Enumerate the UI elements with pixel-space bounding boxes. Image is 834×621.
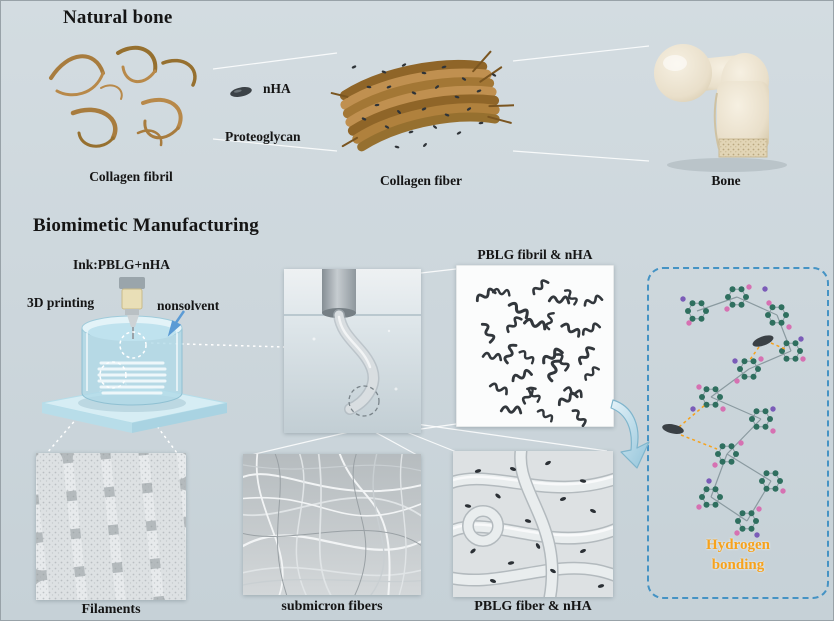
printer-illustration <box>41 277 228 433</box>
pblg-fiber-label: PBLG fiber & nHA <box>474 599 592 614</box>
extrusion-panel <box>284 269 421 433</box>
nha-label: nHA <box>263 81 291 96</box>
bone-illustration <box>654 44 787 172</box>
collagen-fiber-illustration <box>330 50 514 152</box>
collagen-fibril-illustration <box>49 45 197 148</box>
filaments-panel <box>36 453 186 600</box>
pblg-fiber-panel <box>453 451 613 597</box>
printing-label: 3D printing <box>27 295 95 310</box>
filaments-label: Filaments <box>81 602 141 617</box>
ink-label: Ink:PBLG+nHA <box>73 257 170 272</box>
molecule-illustration <box>662 284 806 538</box>
pblg-fibril-label: PBLG fibril & nHA <box>477 247 593 262</box>
hydrogen-bonding-box: Hydrogen bonding <box>647 267 829 599</box>
submicron-fibers-panel <box>243 454 421 595</box>
proteoglycan-label: Proteoglycan <box>225 129 301 144</box>
nonsolvent-label: nonsolvent <box>157 298 220 313</box>
arrow-to-hydrogen-icon <box>610 399 650 469</box>
collagen-fiber-label: Collagen fiber <box>379 173 463 188</box>
biomimetic-title: Biomimetic Manufacturing <box>33 215 259 236</box>
collagen-fibril-label: Collagen fibril <box>89 169 173 184</box>
submicron-fibers-label: submicron fibers <box>281 599 383 614</box>
hydrogen-bonding-label: Hydrogen bonding <box>706 536 770 573</box>
bone-label: Bone <box>711 173 741 188</box>
nha-particle-icon <box>230 87 252 97</box>
pblg-fibril-panel <box>456 265 614 427</box>
natural-bone-title: Natural bone <box>63 7 173 28</box>
